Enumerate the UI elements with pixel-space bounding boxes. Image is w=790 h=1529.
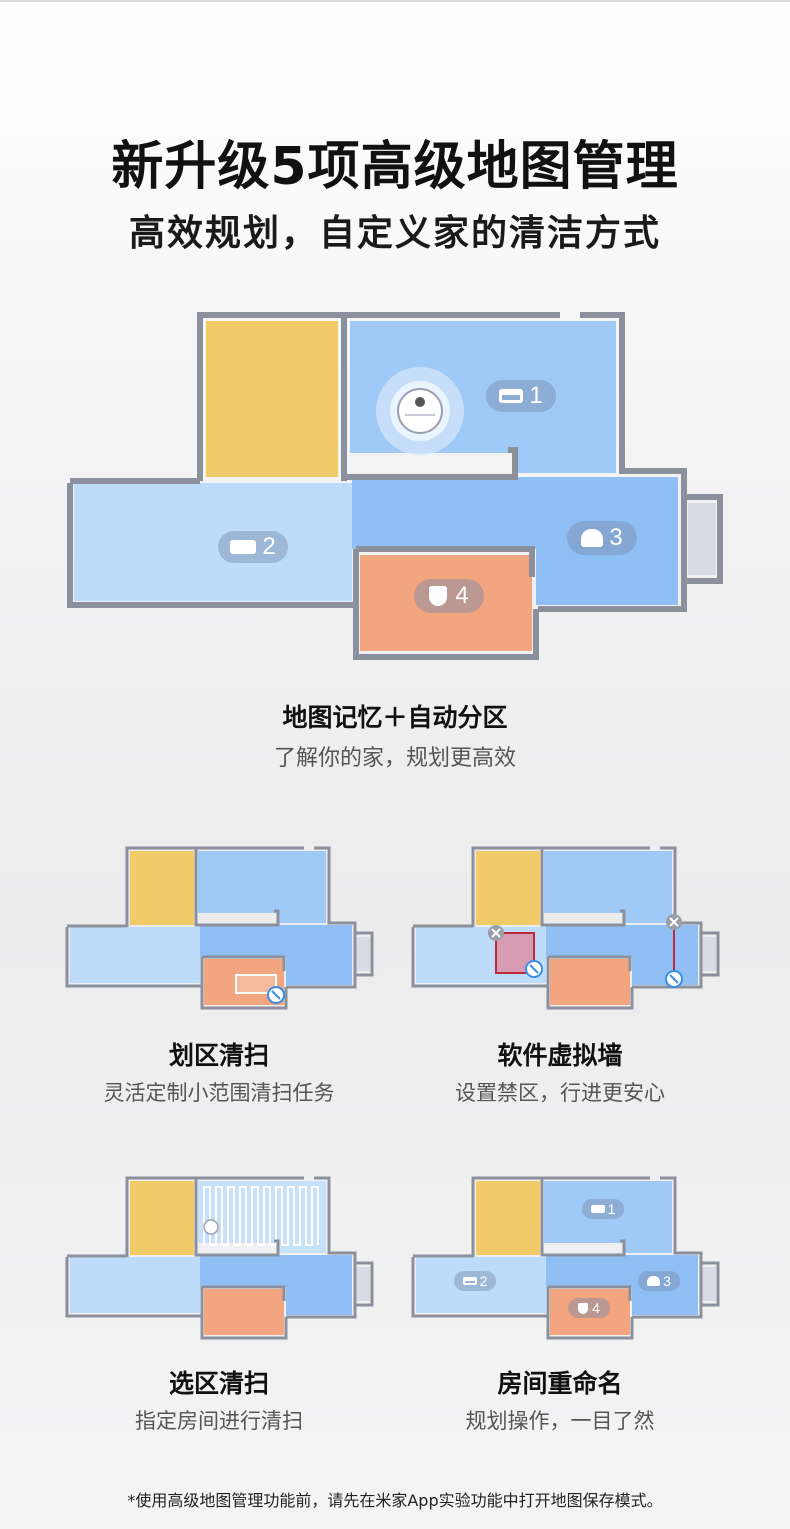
sofa-icon [462,1277,477,1285]
top-divider [0,0,790,2]
zone-clean-map [65,846,374,1010]
feature-room-rename-desc: 规划操作，一目了然 [465,1409,655,1433]
feature-virtual-wall-desc: 设置禁区，行进更安心 [455,1081,665,1105]
rename-room-2-number: 2 [479,1273,488,1289]
hero-floor-map [67,312,723,660]
toilet-icon [429,586,448,606]
room-3-badge[interactable]: 3 [567,521,637,555]
zone-selection [235,974,277,994]
room-2-bedroom [74,483,352,601]
rename-room-3-badge[interactable]: 3 [638,1271,680,1291]
rename-room-3-number: 3 [663,1273,671,1289]
rename-room-2-badge[interactable]: 2 [454,1271,496,1291]
cleaning-path [203,1186,319,1246]
rename-room-4-number: 4 [592,1300,600,1316]
room-yellow [206,321,338,477]
feature-room-select-desc: 指定房间进行清扫 [135,1409,303,1433]
bed-icon [590,1205,605,1213]
balcony [688,503,716,575]
page-subtitle: 高效规划，自定义家的清洁方式 [128,213,661,254]
robot-position-icon [203,1219,219,1235]
rename-room-4-badge[interactable]: 4 [568,1298,610,1318]
room-4-number: 4 [455,582,469,609]
feature-virtual-wall-title: 软件虚拟墙 [497,1041,623,1070]
room-3-number: 3 [609,524,623,551]
virtual-wall-map [411,846,720,1010]
feature-zone-clean-title: 划区清扫 [168,1041,269,1070]
room-2-badge[interactable]: 2 [218,531,288,563]
rename-room-1-number: 1 [607,1201,616,1217]
rename-room-1-badge[interactable]: 1 [582,1199,624,1219]
sofa-icon [499,389,524,403]
room-3-kitchen [352,477,678,605]
feature-zone-clean-desc: 灵活定制小范围清扫任务 [103,1081,335,1105]
hero-feature-title: 地图记忆＋自动分区 [282,703,508,732]
footnote: *使用高级地图管理功能前，请先在米家App实验功能中打开地图保存模式。 [127,1491,663,1510]
room-1-number: 1 [529,382,543,409]
room-4-badge[interactable]: 4 [414,579,484,613]
chef-hat-icon [581,529,604,547]
room-rename-map [411,1176,720,1340]
toilet-icon [578,1302,589,1314]
hero-feature-desc: 了解你的家，规划更高效 [273,746,516,771]
robot-vacuum-icon [397,388,443,434]
bed-icon [230,540,257,554]
room-2-number: 2 [262,533,276,560]
room-1-badge[interactable]: 1 [486,380,556,412]
chef-hat-icon [647,1276,661,1286]
room-4-bathroom [360,555,532,651]
room-select-map [65,1176,374,1340]
feature-room-rename-title: 房间重命名 [497,1369,623,1398]
page-title: 新升级5项高级地图管理 [111,137,679,197]
feature-room-select-title: 选区清扫 [168,1369,269,1398]
